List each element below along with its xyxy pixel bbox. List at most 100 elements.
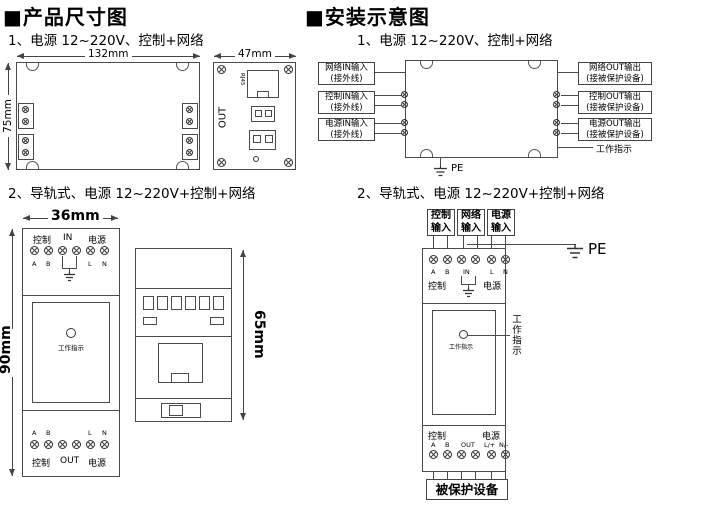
screw-icon [429,450,438,459]
rail-front-panel [32,302,110,403]
din-clip-tab [169,405,183,416]
dim-65-label: 65mm [248,310,270,359]
wire [375,133,402,134]
screw-icon [501,450,510,459]
dim-90-label: 90mm [0,325,14,377]
screw-icon [471,450,480,459]
screw-icon [553,129,560,136]
screw-icon [501,255,510,264]
mounting-slot [26,161,39,169]
product-sub2: 2、导轨式、电源 12~220V+控制+网络 [8,186,256,202]
screw-icon [44,246,53,255]
mounting-slot [176,63,189,71]
install-sub1: 1、电源 12~220V、控制+网络 [357,33,553,49]
d2-net-in-line1: 网络 [461,210,481,221]
rj45-notch [257,91,269,98]
install-sub2: 2、导轨式、电源 12~220V+控制+网络 [357,186,605,202]
d2-net-in-line2: 输入 [461,222,481,234]
wire [375,105,402,106]
ground-wire [69,268,70,273]
ground-icon [434,166,447,177]
d2-top-pin-n: N [503,268,508,276]
net-out-line1: 网络OUT输出 [588,62,642,73]
net-in-line2: (接外线) [330,73,363,84]
out-label: OUT [217,106,229,129]
indicator-callout-line [468,335,510,336]
mounting-slot [176,161,189,169]
protected-device-label: 被保护设备 [426,479,508,500]
ctrl-in-line2: (接外线) [330,102,363,113]
mounting-slot [420,149,433,157]
d2-bot-pin-a: A [431,441,436,449]
d2-pwr-in-label: 电源 输入 [487,209,515,236]
wire [433,472,434,479]
screw-icon [217,158,226,167]
pwr-out-line1: 电源OUT输出 [588,118,642,129]
screw-icon [471,255,480,264]
ctrl-out-line2: (接被保护设备) [586,102,644,113]
screw-icon [429,255,438,264]
rail-side-outline [135,248,232,422]
rail-front-bot-pin-n: N [102,429,107,437]
wire [561,105,578,106]
d2-ctrl-in-label: 控制 输入 [427,209,455,236]
dip-switch [171,296,182,310]
ground-wire [475,276,476,284]
wire [447,472,448,479]
product-dimensions-title: ■产品尺寸图 [3,5,128,29]
mounting-slot [26,63,39,71]
d2-top-pin-b: B [445,268,450,276]
dip-switch [185,296,196,310]
rail-front-pin-a: A [32,260,37,268]
pe-wire [440,158,441,166]
indicator-callout-line [558,147,593,148]
terminal-pin [255,110,262,117]
indicator-window [143,317,157,325]
d2-top-ctrl: 控制 [428,282,447,292]
net-out-label: 网络OUT输出 (接被保护设备) [578,62,652,85]
d2-bot-pin-b: B [445,441,450,449]
d2-bot-pin-nminus: N/- [499,441,509,449]
section-divider [22,410,120,411]
screw-icon [401,119,408,126]
screw-icon [186,106,193,113]
d2-ctrl-in-line2: 输入 [431,222,451,234]
ctrl-out-label: 控制OUT输出 (接被保护设备) [578,91,652,114]
rail-front-bot-pin-b: B [46,429,51,437]
pwr-out-label: 电源OUT输出 (接被保护设备) [578,118,652,141]
ctrl-out-line1: 控制OUT输出 [588,91,642,102]
screw-icon [401,101,408,108]
pwr-in-line2: (接外线) [330,129,363,140]
terminal-pin [265,135,273,143]
product-sub1: 1、电源 12~220V、控制+网络 [8,33,204,49]
d2-top-power: 电源 [483,282,502,292]
screw-icon [22,106,29,113]
screw-icon [72,440,81,449]
screw-icon [22,118,29,125]
d2-indicator-callout: 工作指示 [510,314,521,356]
wire [475,472,476,479]
screw-icon [58,246,67,255]
pwr-in-label: 电源IN输入 (接外线) [318,118,375,141]
d1-pe-label: PE [451,163,464,174]
rail-front-led-label: 工作指示 [58,344,84,352]
screw-icon [30,246,39,255]
wire [477,236,478,248]
net-in-label: 网络IN输入 (接外线) [318,62,375,85]
pwr-out-line2: (接被保护设备) [586,129,644,140]
d2-pwr-in-line1: 电源 [491,210,511,221]
d1-device-outline [405,60,558,158]
dim-47-label: 47mm [235,48,275,60]
wire [561,95,578,96]
net-in-line1: 网络IN输入 [325,62,368,73]
section-divider [422,425,506,426]
screw-icon [30,440,39,449]
ground-wire [468,284,469,288]
d2-ctrl-in-line1: 控制 [431,210,451,221]
dip-switch [199,296,210,310]
screw-icon [553,119,560,126]
dim-36-label: 36mm [48,208,103,224]
d1-indicator-label: 工作指示 [596,145,633,155]
mounting-slot [528,61,541,69]
d2-bot-ctrl: 控制 [428,432,447,442]
